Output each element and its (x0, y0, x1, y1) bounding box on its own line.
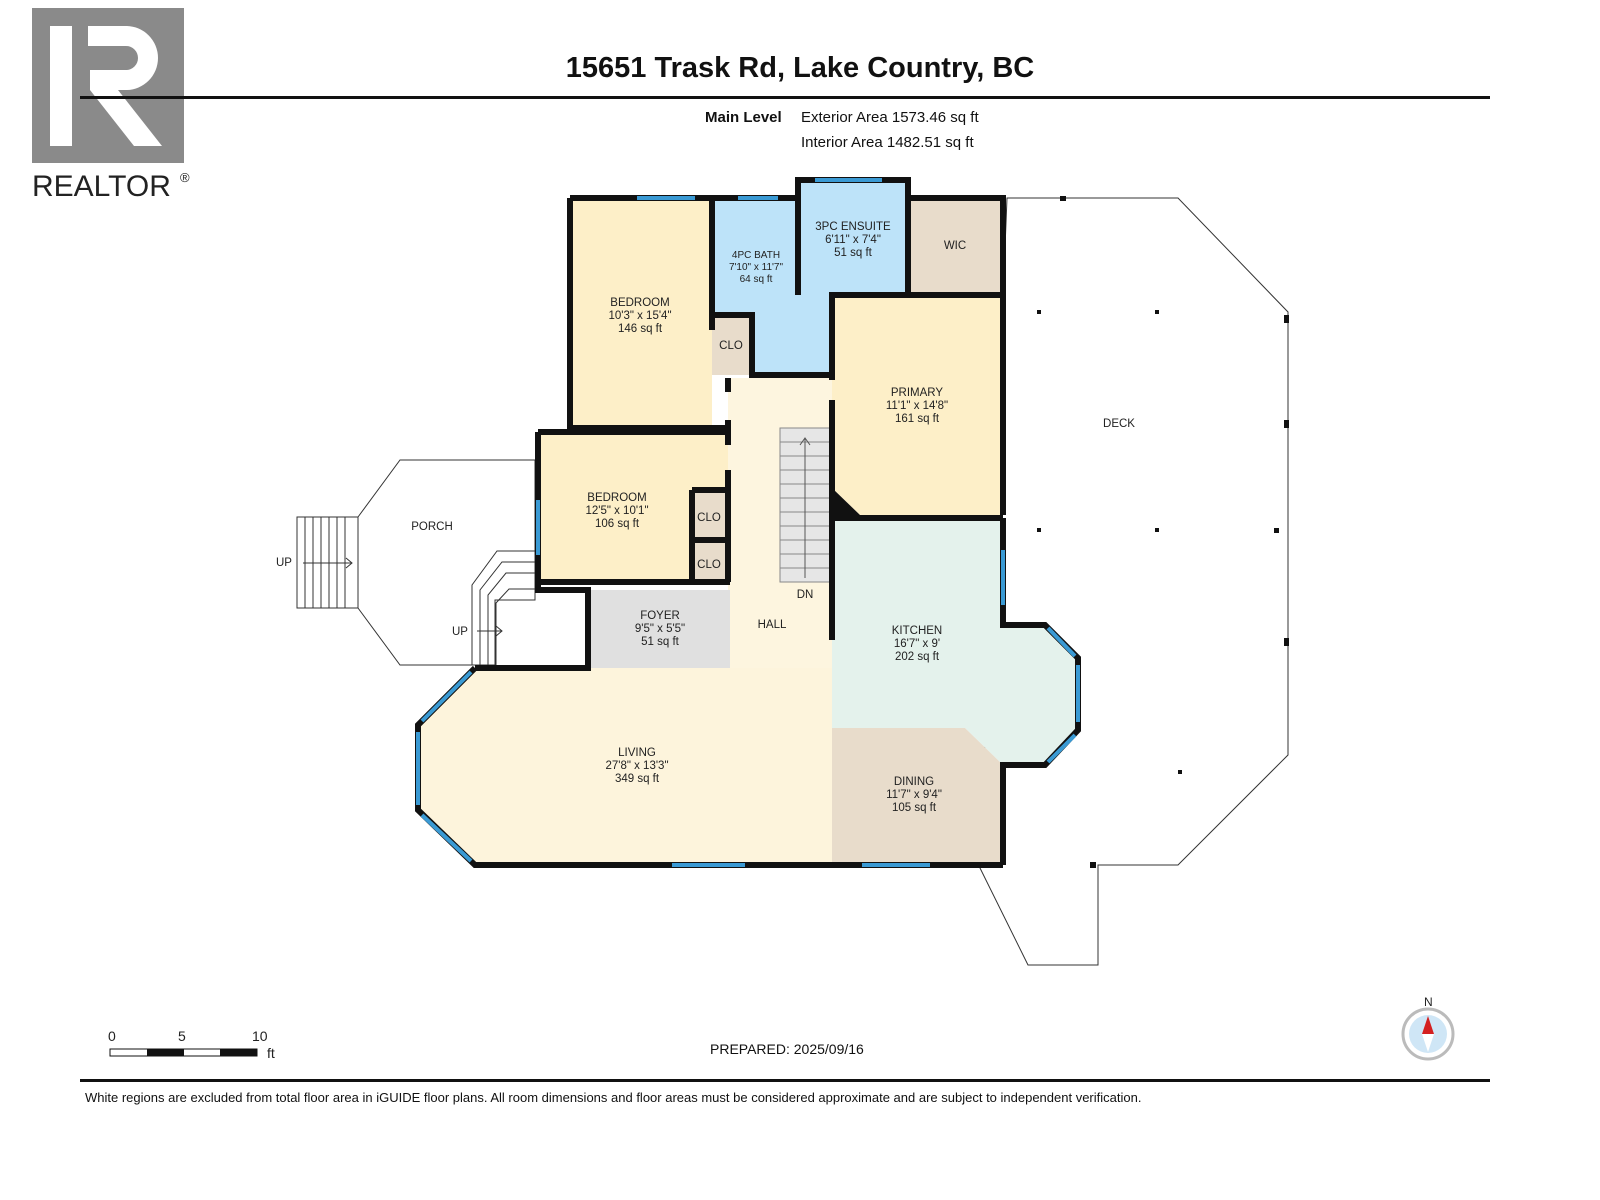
room-living (418, 668, 832, 865)
porch-stairs (296, 516, 535, 665)
room-closet-3 (692, 542, 725, 582)
svg-text:N: N (1424, 995, 1433, 1009)
page-title: 15651 Trask Rd, Lake Country, BC (565, 52, 1035, 84)
scale-bar: 0 5 10 ft (108, 1028, 275, 1061)
wall-chamfer (832, 488, 860, 515)
svg-text:PRIMARY: PRIMARY (891, 387, 944, 399)
interior-stairs (779, 427, 831, 583)
svg-text:27'8" x 13'3": 27'8" x 13'3" (605, 760, 668, 772)
svg-text:0: 0 (108, 1028, 116, 1044)
svg-text:11'1" x 14'8": 11'1" x 14'8" (886, 400, 948, 412)
porch-label: PORCH (411, 521, 453, 533)
stairs-dn-label: DN (797, 589, 814, 601)
svg-text:64 sq ft: 64 sq ft (740, 274, 773, 285)
closet-label-2: CLO (697, 512, 721, 524)
closet-label-3: CLO (697, 559, 721, 571)
svg-text:105 sq ft: 105 sq ft (892, 802, 937, 814)
interior-area: Interior Area 1482.51 sq ft (801, 134, 974, 151)
room-label-wic: WIC (944, 240, 966, 252)
room-4pc-bath (712, 198, 832, 375)
realtor-logo-text: REALTOR (32, 170, 171, 203)
deck-posts (1037, 196, 1289, 868)
svg-text:146 sq ft: 146 sq ft (618, 323, 663, 335)
registered-mark: ® (180, 170, 190, 185)
deck-outline (979, 197, 1289, 966)
level-name: Main Level (705, 109, 782, 126)
svg-text:LIVING: LIVING (618, 747, 656, 759)
svg-text:ft: ft (267, 1045, 275, 1061)
svg-text:3PC ENSUITE: 3PC ENSUITE (815, 221, 891, 233)
room-3pc-ensuite (798, 180, 908, 295)
svg-text:7'10" x 11'7": 7'10" x 11'7" (729, 262, 784, 273)
svg-text:11'7" x 9'4": 11'7" x 9'4" (886, 789, 942, 801)
realtor-logo: REALTOR ® (32, 8, 190, 203)
svg-text:12'5" x 10'1": 12'5" x 10'1" (585, 505, 648, 517)
svg-text:161 sq ft: 161 sq ft (895, 413, 940, 425)
svg-text:BEDROOM: BEDROOM (610, 297, 669, 309)
svg-text:9'5" x 5'5": 9'5" x 5'5" (635, 623, 685, 635)
svg-text:DINING: DINING (894, 776, 934, 788)
footer-disclaimer: White regions are excluded from total fl… (85, 1090, 1142, 1105)
svg-text:51 sq ft: 51 sq ft (641, 636, 680, 648)
porch-outline (357, 459, 536, 666)
header-divider (80, 96, 1490, 99)
deck-label: DECK (1103, 418, 1135, 430)
svg-text:202 sq ft: 202 sq ft (895, 651, 940, 663)
svg-text:349 sq ft: 349 sq ft (615, 773, 660, 785)
room-dining (832, 728, 1003, 865)
footer-divider (80, 1079, 1490, 1082)
svg-text:6'11" x 7'4": 6'11" x 7'4" (825, 234, 881, 246)
room-foyer (588, 590, 730, 668)
svg-text:5: 5 (178, 1028, 186, 1044)
room-primary (832, 295, 1003, 515)
room-closet-1 (712, 315, 752, 375)
room-wic (908, 198, 1003, 295)
porch-up-label: UP (276, 557, 292, 569)
svg-text:51 sq ft: 51 sq ft (834, 247, 873, 259)
hall-label: HALL (758, 619, 787, 631)
room-closet-2 (692, 492, 725, 539)
windows (416, 178, 1080, 867)
closet-label-1: CLO (719, 340, 743, 352)
room-bedroom-1 (570, 198, 712, 428)
svg-text:10: 10 (252, 1028, 268, 1044)
realtor-logo-mark: REALTOR ® (32, 8, 190, 203)
svg-text:FOYER: FOYER (640, 610, 680, 622)
svg-text:106 sq ft: 106 sq ft (595, 518, 640, 530)
entry-up-label: UP (452, 626, 468, 638)
prepared-date: PREPARED: 2025/09/16 (710, 1041, 864, 1057)
walls (415, 177, 1081, 868)
svg-text:16'7" x 9': 16'7" x 9' (894, 638, 940, 650)
svg-text:10'3" x 15'4": 10'3" x 15'4" (608, 310, 671, 322)
room-kitchen (832, 518, 1078, 765)
svg-text:KITCHEN: KITCHEN (892, 625, 942, 637)
svg-text:4PC BATH: 4PC BATH (732, 250, 780, 261)
north-compass-icon: N (1401, 995, 1455, 1061)
svg-text:BEDROOM: BEDROOM (587, 492, 646, 504)
exterior-area: Exterior Area 1573.46 sq ft (801, 109, 979, 126)
